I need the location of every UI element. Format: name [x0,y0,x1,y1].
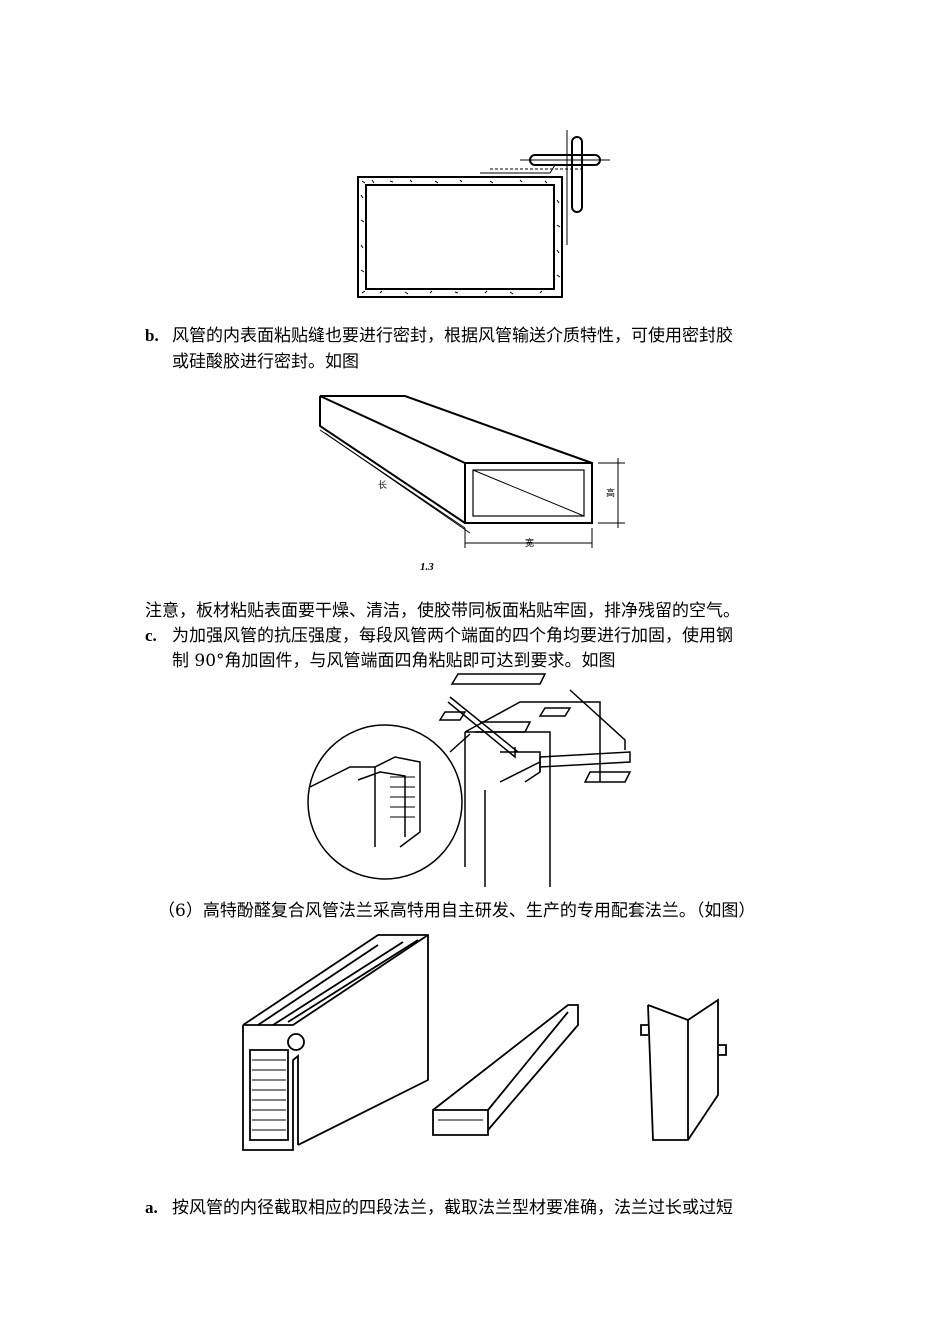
paragraph-a-marker: a. [145,1198,158,1217]
paragraph-a-text-1: 按风管的内径截取相应的四段法兰，截取法兰型材要准确，法兰过长或过短 [172,1198,733,1218]
height-label: 高 [606,487,615,498]
sealed-duct-section-figure [350,125,640,305]
length-label: 长 [378,479,387,490]
paragraph-c-text-1: 为加强风管的抗压强度，每段风管两个端面的四个角均要进行加固，使用钢 [172,626,733,646]
paragraph-b-marker: b. [145,326,159,345]
paragraph-c-line1: c. 为加强风管的抗压强度，每段风管两个端面的四个角均要进行加固，使用钢 [145,623,733,649]
note-paragraph: 注意，板材粘贴表面要干燥、清洁，使胶带同板面粘贴牢固，排净残留的空气。 [145,601,740,621]
duct-dimension-figure: 长 高 宽 1.3 [300,388,640,583]
paragraph-c-line2: 制 90°角加固件，与风管端面四角粘贴即可达到要求。如图 [172,651,616,671]
item-6-paragraph: （6）高特酚醛复合风管法兰采高特用自主研发、生产的专用配套法兰。（如图） [158,901,756,921]
figure-caption: 1.3 [420,561,434,573]
paragraph-c-marker: c. [145,626,157,645]
width-label: 宽 [525,537,534,548]
flange-profiles-figure [238,930,733,1165]
corner-reinforcement-figure [300,672,645,890]
paragraph-b-line2: 或硅酸胶进行密封。如图 [172,352,359,372]
paragraph-b-text-1: 风管的内表面粘贴缝也要进行密封，根据风管输送介质特性，可使用密封胶 [172,326,733,346]
paragraph-b-line1: b. 风管的内表面粘贴缝也要进行密封，根据风管输送介质特性，可使用密封胶 [145,323,733,349]
paragraph-a-line1: a. 按风管的内径截取相应的四段法兰，截取法兰型材要准确，法兰过长或过短 [145,1195,733,1221]
